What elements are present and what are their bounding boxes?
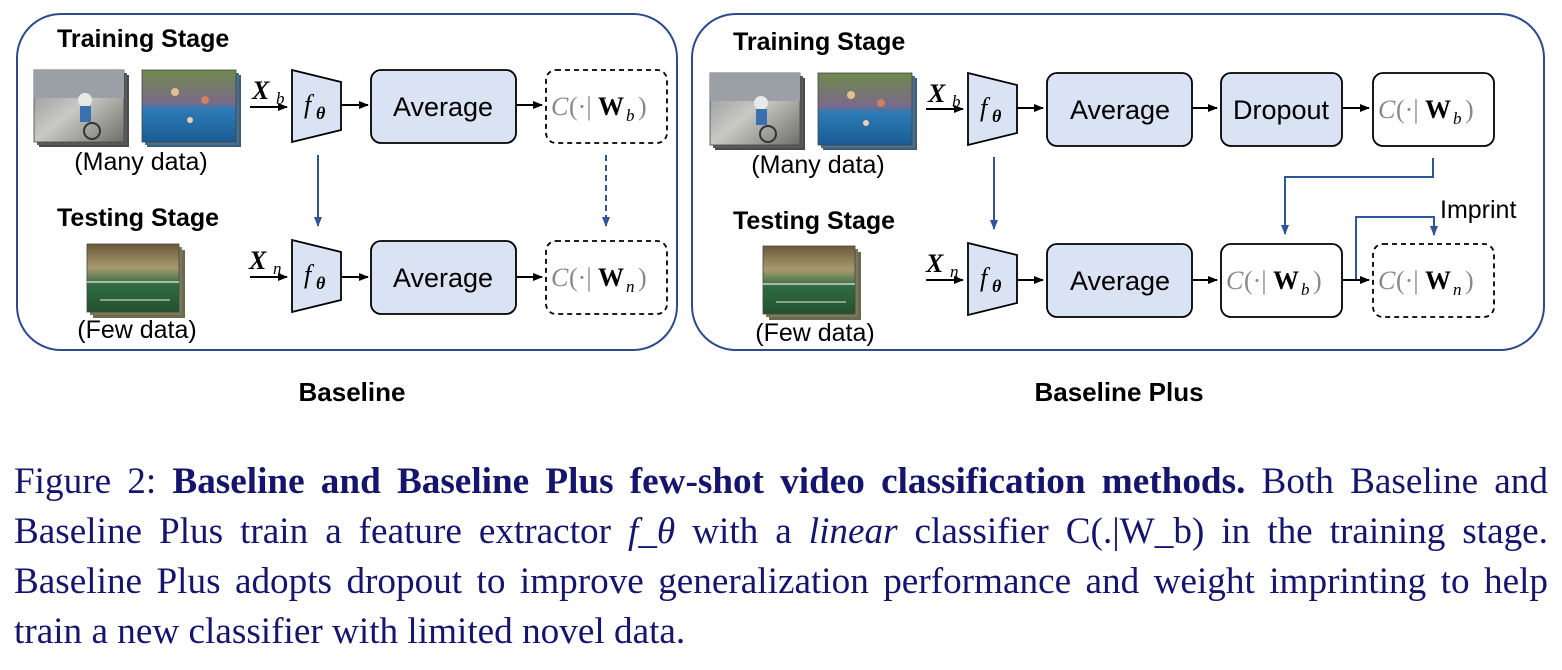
svg-text:W: W: [1425, 266, 1451, 295]
svg-text:θ: θ: [316, 273, 326, 293]
baseline-plus-input-test: X n: [925, 249, 959, 281]
svg-text:X: X: [251, 76, 270, 105]
svg-text:b: b: [952, 92, 961, 111]
svg-text:): ): [1313, 266, 1322, 295]
baseline-testing-title: Testing Stage: [57, 204, 219, 232]
svg-text:θ: θ: [992, 106, 1002, 126]
baseline-average-label-test: Average: [393, 263, 493, 293]
baseline-plus-classifier-copy-arrow: [1281, 158, 1434, 235]
baseline-plus-imprint-arrow: [1355, 216, 1438, 280]
baseline-input-train: X b: [251, 76, 285, 108]
svg-text:n: n: [1453, 280, 1462, 299]
svg-text:): ): [1465, 95, 1474, 124]
caption-text-4: in the training stage. Baseline Plus ado…: [14, 511, 1548, 652]
baseline-extractor-test: f θ: [291, 238, 342, 314]
figure-caption: Figure 2: Baseline and Baseline Plus few…: [14, 457, 1548, 657]
baseline-plus-classifier-label-train: C (·| W b ): [1378, 95, 1474, 128]
baseline-plus-few-data-image: [762, 245, 861, 320]
svg-text:b: b: [1301, 280, 1310, 299]
caption-f-theta: f_θ: [627, 511, 676, 552]
baseline-few-data-label: (Few data): [77, 316, 196, 344]
caption-classifier: C(.|W_b): [1065, 511, 1205, 552]
baseline-plus-many-data-label: (Many data): [751, 151, 884, 179]
svg-text:C: C: [551, 92, 569, 121]
baseline-classifier-label-train: C (·| W b ): [551, 92, 647, 125]
baseline-panel: Training Stage Testing Stage (Many data): [16, 13, 678, 351]
baseline-many-data-label: (Many data): [74, 148, 207, 176]
svg-text:b: b: [276, 89, 285, 108]
svg-text:θ: θ: [316, 103, 326, 123]
baseline-input-test: X n: [248, 246, 282, 278]
baseline-plus-many-data-image: [709, 72, 917, 150]
baseline-extractor-train: f θ: [291, 68, 342, 144]
baseline-plus-training-title: Training Stage: [733, 28, 905, 56]
baseline-plus-panel-border: [691, 13, 1545, 351]
svg-text:W: W: [598, 263, 624, 292]
svg-text:X: X: [925, 249, 944, 278]
svg-text:C: C: [551, 263, 569, 292]
baseline-plus-extractor-test: f θ: [967, 241, 1018, 317]
baseline-plus-extractor-train: f θ: [967, 71, 1018, 147]
svg-text:): ): [1465, 266, 1474, 295]
baseline-many-data-image: [33, 69, 241, 147]
caption-bold-title: Baseline and Baseline Plus few-shot vide…: [172, 461, 1246, 502]
svg-text:(·|: (·|: [1244, 266, 1267, 295]
svg-text:): ): [638, 92, 647, 121]
svg-text:C: C: [1378, 266, 1396, 295]
baseline-classifier-box-test: [545, 240, 668, 315]
caption-text-2: with a: [675, 511, 809, 552]
baseline-plus-input-train: X b: [927, 79, 961, 111]
baseline-plus-classifier-copy-label: C (·| W b ): [1226, 266, 1322, 299]
baseline-plus-classifier-label-test: C (·| W n ): [1378, 266, 1474, 299]
baseline-plus-average-box-train: [1046, 72, 1193, 147]
caption-text-1: Both Baseline and Baseline Plus train a …: [14, 461, 1548, 552]
svg-text:(·|: (·|: [1396, 95, 1419, 124]
svg-text:W: W: [1273, 266, 1299, 295]
caption-italic-linear: linear: [808, 511, 898, 552]
svg-text:f: f: [304, 90, 315, 119]
baseline-plus-few-data-label: (Few data): [755, 319, 874, 347]
svg-text:X: X: [248, 246, 267, 275]
diagram-svg: Training Stage Testing Stage (Many data): [16, 13, 1545, 407]
baseline-average-box-train: [370, 69, 517, 144]
baseline-plus-dropout-label: Dropout: [1233, 95, 1330, 125]
svg-text:n: n: [626, 277, 635, 296]
caption-text-3: classifier: [897, 511, 1066, 552]
baseline-panel-label: Baseline: [299, 377, 406, 407]
baseline-training-title: Training Stage: [57, 25, 229, 53]
svg-text:f: f: [304, 260, 315, 289]
baseline-plus-classifier-box-test: [1372, 243, 1495, 318]
baseline-panel-border: [16, 13, 678, 351]
baseline-plus-average-label-test: Average: [1070, 266, 1170, 296]
svg-text:X: X: [927, 79, 946, 108]
baseline-classifier-label-test: C (·| W n ): [551, 263, 647, 296]
svg-text:(·|: (·|: [569, 92, 592, 121]
baseline-plus-panel: Training Stage Testing Stage (Many data): [691, 13, 1545, 351]
svg-text:n: n: [950, 262, 959, 281]
svg-text:b: b: [1453, 109, 1462, 128]
svg-text:W: W: [1425, 95, 1451, 124]
svg-text:f: f: [980, 93, 991, 122]
caption-prefix: Figure 2:: [14, 461, 173, 502]
svg-text:C: C: [1226, 266, 1244, 295]
baseline-plus-classifier-box-train: [1372, 72, 1495, 147]
baseline-plus-panel-label: Baseline Plus: [1034, 377, 1203, 407]
baseline-plus-testing-title: Testing Stage: [733, 207, 895, 235]
baseline-plus-average-label-train: Average: [1070, 95, 1170, 125]
svg-text:): ): [638, 263, 647, 292]
svg-text:W: W: [598, 92, 624, 121]
svg-text:C: C: [1378, 95, 1396, 124]
svg-text:(·|: (·|: [1396, 266, 1419, 295]
svg-text:n: n: [273, 259, 282, 278]
baseline-average-label-train: Average: [393, 92, 493, 122]
svg-text:b: b: [626, 106, 635, 125]
baseline-few-data-image: [86, 243, 185, 318]
svg-text:(·|: (·|: [569, 263, 592, 292]
svg-text:θ: θ: [992, 276, 1002, 296]
baseline-classifier-box-train: [545, 69, 668, 144]
baseline-plus-imprint-label: Imprint: [1440, 196, 1516, 224]
svg-text:f: f: [980, 263, 991, 292]
baseline-plus-dropout-box: [1220, 72, 1343, 147]
